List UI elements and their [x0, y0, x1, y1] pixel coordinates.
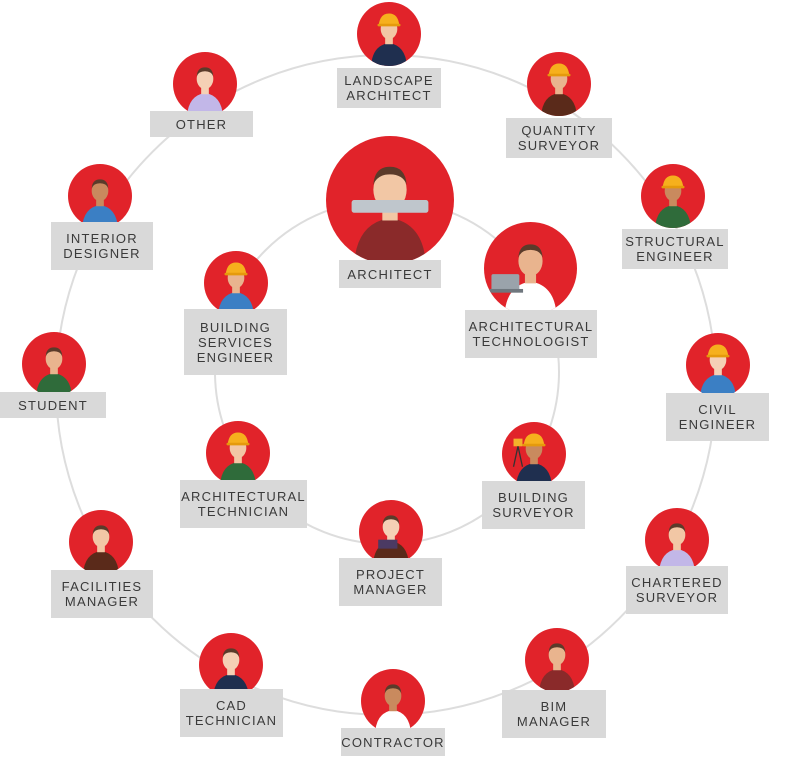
hard-hat-person-icon	[686, 333, 750, 397]
role-label: Architectural Technician	[180, 480, 307, 528]
person-icon	[361, 669, 425, 733]
hard-hat-person-icon	[206, 421, 270, 485]
person-icon	[22, 332, 86, 396]
person-icon	[645, 508, 709, 572]
person-with-folder-icon	[359, 500, 423, 564]
role-label: Contractor	[341, 728, 445, 756]
role-label: Architectural Technologist	[465, 310, 597, 358]
person-icon	[68, 164, 132, 228]
role-label: Chartered Surveyor	[626, 566, 728, 614]
role-label: Quantity Surveyor	[506, 118, 612, 158]
architect-person-icon	[326, 136, 454, 264]
role-label: Project Manager	[339, 558, 442, 606]
hard-hat-person-icon	[641, 164, 705, 228]
hard-hat-person-icon	[357, 2, 421, 66]
person-with-laptop-icon	[484, 222, 577, 315]
role-label: CAD Technician	[180, 689, 283, 737]
person-icon	[69, 510, 133, 574]
hard-hat-person-icon	[204, 251, 268, 315]
person-icon	[525, 628, 589, 692]
role-label: Interior Designer	[51, 222, 153, 270]
person-icon	[199, 633, 263, 697]
surveyor-with-theodolite-icon	[502, 422, 566, 486]
role-label: Architect	[339, 260, 441, 288]
role-label: BIM Manager	[502, 690, 606, 738]
hard-hat-person-icon	[527, 52, 591, 116]
role-label: Civil Engineer	[666, 393, 769, 441]
role-label: Landscape Architect	[337, 68, 441, 108]
role-label: Student	[0, 392, 106, 418]
role-label: Building Services Engineer	[184, 309, 287, 375]
role-label: Structural Engineer	[622, 229, 728, 269]
role-label: Other	[150, 111, 253, 137]
person-icon	[173, 52, 237, 116]
role-label: Building Surveyor	[482, 481, 585, 529]
role-label: Facilities Manager	[51, 570, 153, 618]
